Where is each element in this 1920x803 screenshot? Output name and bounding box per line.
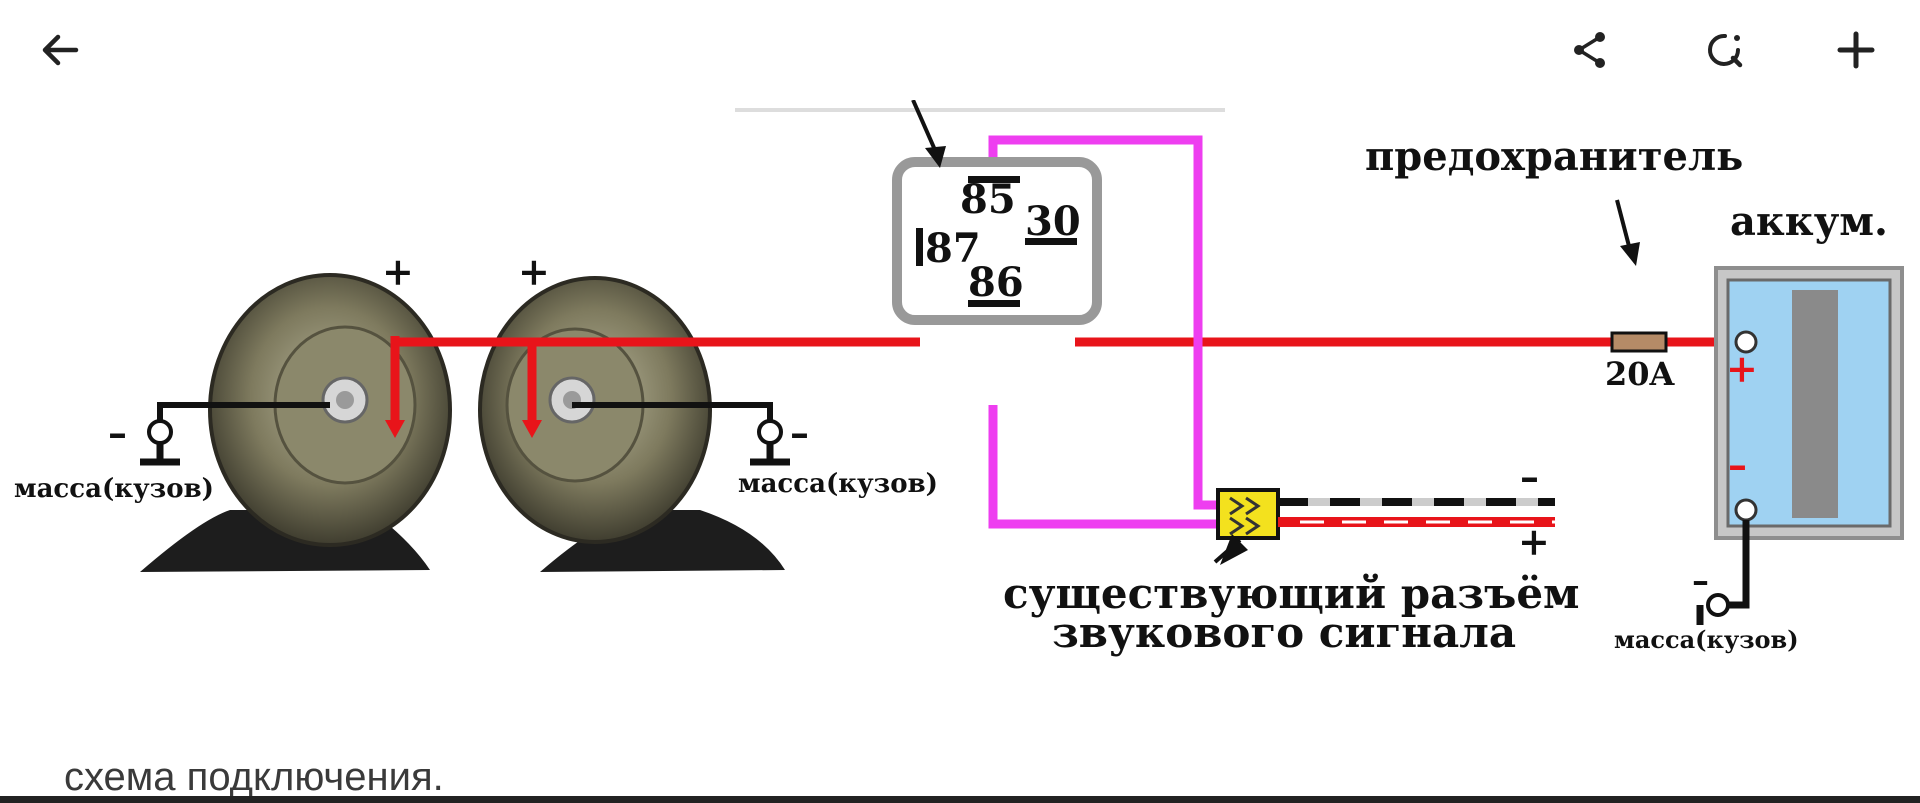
horn1-plus-sign: + bbox=[382, 249, 414, 294]
battery-plus-sign: + bbox=[1726, 346, 1758, 391]
horn1-minus-sign: – bbox=[108, 410, 127, 455]
battery-ground-minus-sign: – bbox=[1692, 561, 1709, 601]
plus-icon bbox=[1837, 31, 1875, 69]
lens-search-button[interactable] bbox=[1693, 18, 1757, 82]
connector-plus-sign: + bbox=[1518, 519, 1550, 564]
add-button[interactable] bbox=[1824, 18, 1888, 82]
top-toolbar bbox=[0, 0, 1920, 100]
pin-30-label: 30 bbox=[1025, 198, 1081, 245]
pin-85-label: 85 bbox=[960, 176, 1016, 223]
share-icon bbox=[1574, 32, 1605, 68]
pin-86-label: 86 bbox=[968, 259, 1024, 306]
image-caption: схема подключения. bbox=[64, 755, 444, 799]
battery bbox=[1696, 266, 1904, 625]
bottom-divider bbox=[0, 796, 1920, 803]
faded-text-trace bbox=[735, 108, 1225, 112]
connector-label-line1: существующий разъём bbox=[1003, 569, 1580, 618]
horn-left bbox=[140, 273, 452, 572]
wiring-diagram: 85 87 30 86 предохранитель 20A аккум. + … bbox=[0, 100, 1920, 740]
horn-ground-wires bbox=[140, 402, 790, 466]
battery-label: аккум. bbox=[1730, 198, 1888, 245]
relay-box bbox=[892, 100, 1102, 325]
back-button[interactable] bbox=[28, 18, 92, 82]
share-button[interactable] bbox=[1558, 18, 1622, 82]
harness-connector bbox=[1213, 488, 1555, 565]
arrow-left-icon bbox=[42, 34, 79, 66]
ground-label-battery: масса(кузов) bbox=[1614, 625, 1799, 654]
horn-relay-diagram-svg: 85 87 30 86 предохранитель 20A аккум. + … bbox=[14, 100, 1904, 657]
horn2-minus-sign: – bbox=[790, 410, 809, 455]
fuse-rating-label: 20A bbox=[1605, 355, 1676, 393]
connector-label-line2: звукового сигнала bbox=[1052, 608, 1516, 657]
fuse-label: предохранитель bbox=[1365, 133, 1743, 180]
fuse bbox=[1610, 199, 1668, 353]
ground-label-left: масса(кузов) bbox=[14, 474, 214, 504]
connector-minus-sign: – bbox=[1520, 454, 1539, 499]
battery-minus-sign: – bbox=[1728, 442, 1747, 487]
horn2-plus-sign: + bbox=[518, 249, 550, 294]
lens-search-icon bbox=[1708, 33, 1743, 68]
pin-87-label: 87 bbox=[925, 225, 981, 272]
ground-label-middle: масса(кузов) bbox=[738, 469, 938, 499]
